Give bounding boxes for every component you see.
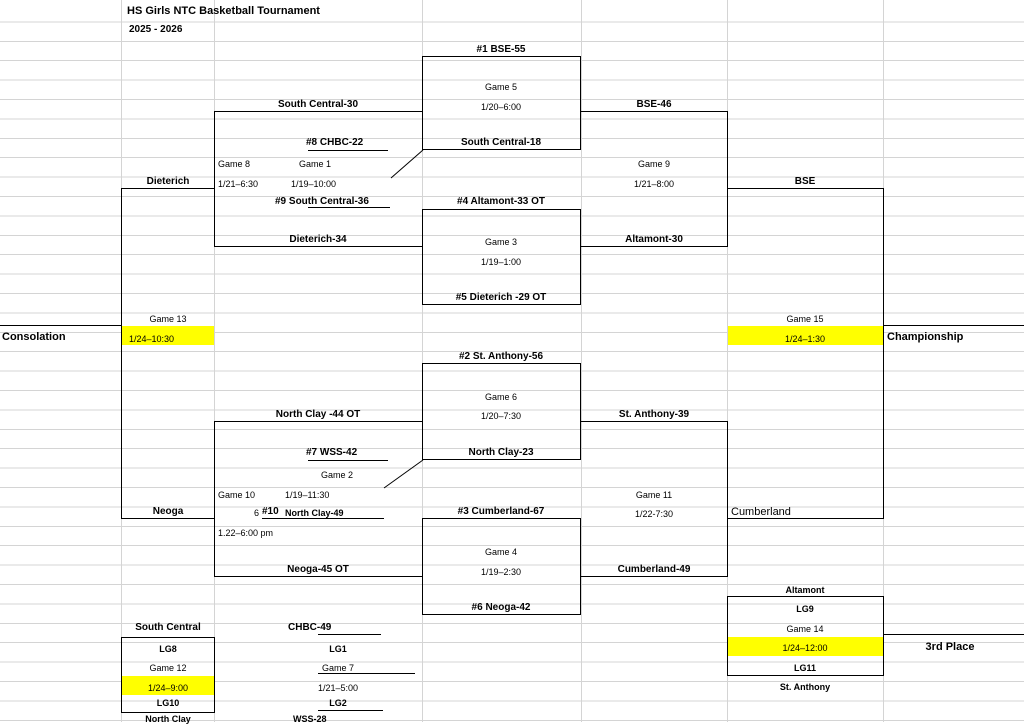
game1-label: Game 1	[299, 159, 332, 169]
game15-label: Game 15	[786, 314, 824, 324]
game12-top-slot: LG8	[159, 644, 177, 654]
game14-top-slot: LG9	[796, 604, 814, 614]
game1-time: 1/19–10:00	[291, 179, 337, 189]
game2-bottom-team: North Clay-49	[285, 508, 344, 518]
game9-time: 1/21–8:00	[633, 179, 675, 189]
game9-top-team: BSE-46	[636, 99, 672, 110]
game5-top-team: #1 BSE-55	[476, 44, 526, 55]
consolation-label: Consolation	[2, 331, 66, 343]
column-divider	[214, 0, 215, 722]
game6-bottom-team: North Clay-23	[468, 447, 534, 458]
game4-label: Game 4	[484, 547, 518, 557]
game14-time: 1/24–12:00	[782, 643, 828, 653]
game14-bottom-slot: LG11	[793, 663, 817, 673]
game5-bottom-team: South Central-18	[460, 137, 542, 148]
game2-label: Game 2	[321, 470, 354, 480]
game7-below-team: WSS-28	[293, 714, 327, 724]
game9-bottom-team: Altamont-30	[625, 234, 683, 245]
game6-top-team: #2 St. Anthony-56	[458, 351, 544, 362]
game11-bottom-team: Cumberland-49	[617, 564, 691, 575]
game10-top-team: North Clay -44 OT	[275, 409, 361, 420]
game10-time: 1.22–6:00 pm	[218, 528, 274, 538]
game2-time: 1/19–11:30	[285, 490, 330, 500]
column-divider	[581, 0, 582, 722]
game7-label: Game 7	[321, 663, 355, 673]
game11-top-team: St. Anthony-39	[618, 409, 690, 420]
game8-time: 1/21–6:30	[218, 179, 259, 189]
game2-bottom-prefix: 6	[254, 508, 260, 518]
game3-time: 1/19–1:00	[480, 257, 522, 267]
game7-top-slot: LG1	[329, 644, 347, 654]
game8-top-team: South Central-30	[277, 99, 359, 110]
game3-bottom-team: #5 Dieterich -29 OT	[455, 292, 547, 303]
game6-time: 1/20–7:30	[480, 411, 522, 421]
game12-label: Game 12	[149, 663, 187, 673]
game10-bottom-team: Neoga-45 OT	[287, 564, 349, 575]
game12-bottom-slot: LG10	[156, 698, 180, 708]
game1-top-team: #8 CHBC-22	[306, 137, 364, 148]
game14-label: Game 14	[786, 624, 824, 634]
third-place-label: 3rd Place	[925, 641, 975, 653]
column-divider	[422, 0, 423, 722]
game7-bottom-slot: LG2	[329, 698, 347, 708]
game3-top-team: #4 Altamont-33 OT	[457, 196, 545, 207]
game14-below-team: St. Anthony	[779, 682, 831, 692]
game9-label: Game 9	[637, 159, 671, 169]
column-divider	[727, 0, 728, 722]
game11-label: Game 11	[635, 490, 673, 500]
game1-bottom-team: #9 South Central-36	[275, 196, 369, 207]
season-label: 2025 - 2026	[129, 24, 183, 35]
game13-time: 1/24–10:30	[129, 334, 175, 344]
championship-label: Championship	[887, 331, 964, 343]
game15-top-team: BSE	[794, 176, 816, 187]
game15-bottom-team: Cumberland	[731, 506, 791, 518]
game3-label: Game 3	[484, 237, 518, 247]
game14-above-team: Altamont	[785, 585, 825, 595]
game5-time: 1/20–6:00	[480, 102, 522, 112]
game2-bottom-seed: #10	[262, 506, 279, 517]
game13-time-highlight	[122, 326, 214, 345]
game12-time: 1/24–9:00	[147, 683, 189, 693]
game12-above-team: South Central	[135, 622, 201, 633]
game11-time: 1/22-7:30	[634, 509, 674, 519]
game10-label: Game 10	[218, 490, 256, 500]
game5-label: Game 5	[484, 82, 518, 92]
game12-below-team: North Clay	[145, 714, 191, 724]
game15-time-highlight	[728, 326, 883, 345]
game2-top-team: #7 WSS-42	[306, 447, 358, 458]
game4-time: 1/19–2:30	[480, 567, 522, 577]
game8-label: Game 8	[218, 159, 251, 169]
game8-bottom-team: Dieterich-34	[289, 234, 347, 245]
game13-top-team: Dieterich	[146, 176, 190, 187]
game12-time-highlight	[122, 676, 214, 695]
game7-above-team: CHBC-49	[288, 622, 332, 633]
game4-top-team: #3 Cumberland-67	[457, 506, 545, 517]
game7-time: 1/21–5:00	[317, 683, 359, 693]
game4-bottom-team: #6 Neoga-42	[471, 602, 531, 613]
game13-bottom-team: Neoga	[152, 506, 184, 517]
game14-time-highlight	[728, 637, 883, 656]
page-title: HS Girls NTC Basketball Tournament	[127, 5, 320, 17]
game13-label: Game 13	[149, 314, 187, 324]
game15-time: 1/24–1:30	[784, 334, 826, 344]
game6-label: Game 6	[484, 392, 518, 402]
